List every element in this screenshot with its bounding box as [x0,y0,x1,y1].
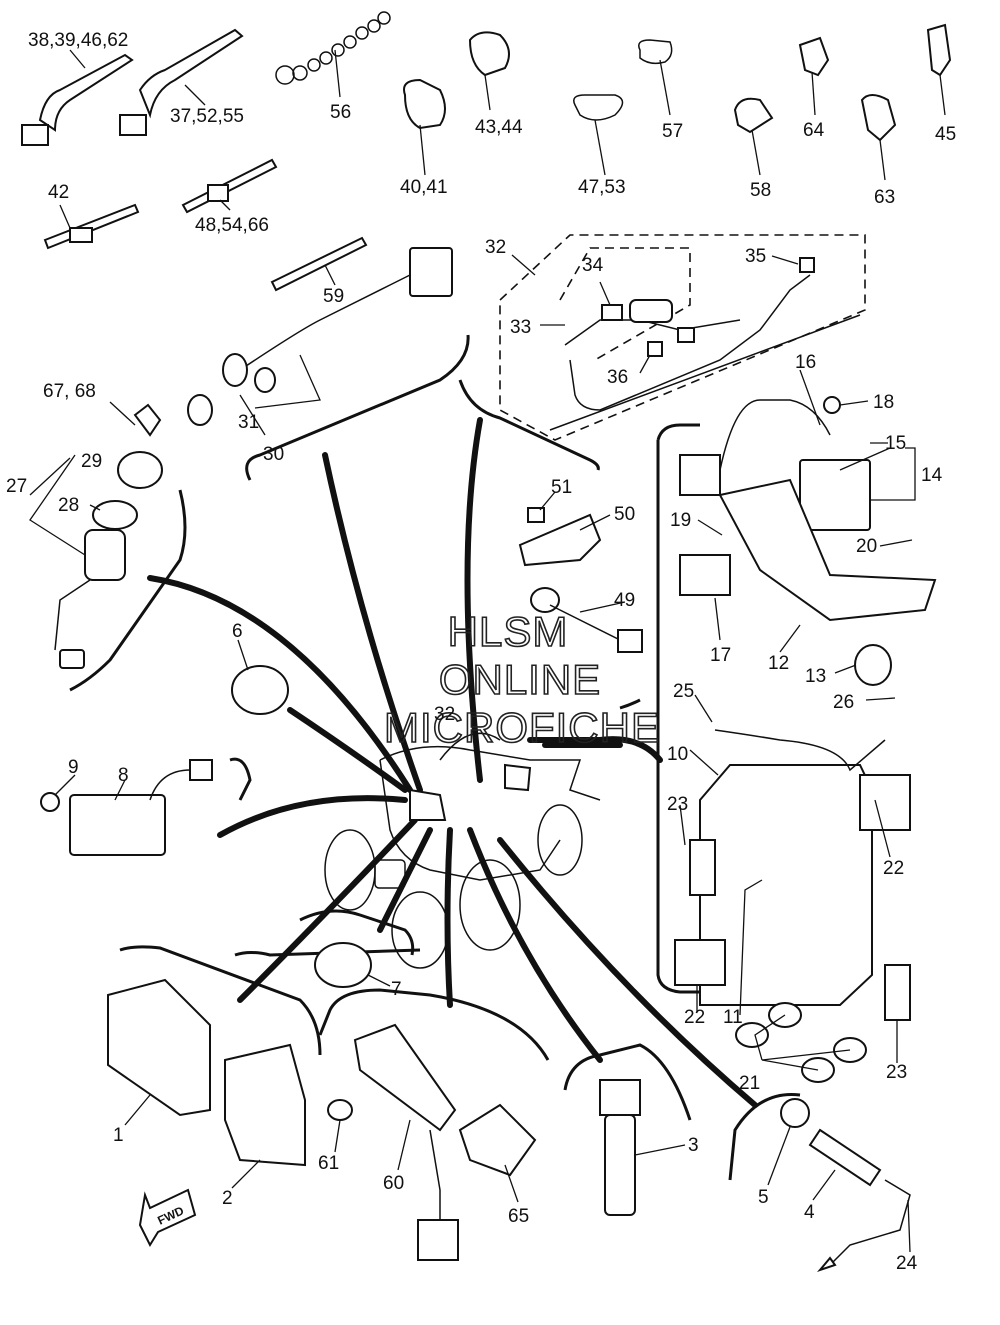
callout-57: 57 [662,121,683,142]
callout-35: 35 [745,246,766,267]
callout-16: 16 [795,352,816,373]
callout-1: 1 [113,1125,124,1146]
callout-5: 5 [758,1187,769,1208]
callout-15: 15 [885,433,906,454]
callout-11: 11 [723,1007,743,1028]
callout-51: 51 [551,477,572,498]
callout-20: 20 [856,536,877,557]
callout-58: 58 [750,180,771,201]
callout-34: 34 [582,255,604,276]
callout-30: 30 [263,444,284,465]
callout-18: 18 [873,392,894,413]
callout-56: 56 [330,102,351,123]
callout-25: 25 [673,681,694,702]
callout-38-39-46-62: 38,39,46,62 [28,30,128,51]
watermark-line-1: HLSM [448,608,569,655]
callout-22-right: 22 [883,858,904,879]
watermark-line-2: ONLINE [439,656,601,703]
callout-37-52-55: 37,52,55 [170,106,244,127]
callout-17: 17 [710,645,731,666]
callout-3: 3 [688,1135,699,1156]
callout-36: 36 [607,367,628,388]
callout-8: 8 [118,765,129,786]
callout-13: 13 [805,666,826,687]
callout-29: 29 [81,451,102,472]
clips-and-ties [21,11,952,292]
callout-47-53: 47,53 [578,177,626,198]
callout-59: 59 [323,286,344,307]
callout-labels: 38,39,46,62 37,52,55 56 40,41 43,44 47,5… [6,30,956,1274]
callout-9: 9 [68,757,79,778]
callout-67-68: 67, 68 [43,381,96,402]
watermark: HLSM ONLINE MICROFICHE [383,607,660,752]
callout-33: 33 [510,317,531,338]
callout-7: 7 [391,979,402,1000]
group-boundaries [69,334,801,1181]
callout-60: 60 [383,1173,404,1194]
callout-32-top: 32 [485,237,506,258]
callout-45: 45 [935,124,956,145]
callout-61: 61 [318,1153,339,1174]
atv-silhouette [324,732,601,969]
callout-43-44: 43,44 [475,117,523,138]
callout-2: 2 [222,1188,233,1209]
callout-23-left: 23 [667,794,688,815]
callout-12: 12 [768,653,789,674]
callout-40-41: 40,41 [400,177,448,198]
callout-63: 63 [874,187,895,208]
callout-26: 26 [833,692,854,713]
callout-28: 28 [58,495,79,516]
callout-10: 10 [667,744,688,765]
callout-65: 65 [508,1206,529,1227]
callout-27: 27 [6,476,27,497]
callout-42: 42 [48,182,69,203]
callout-14: 14 [921,465,943,486]
callout-50: 50 [614,504,635,525]
callout-24: 24 [896,1253,918,1274]
watermark-line-3: MICROFICHE [384,704,660,751]
harness-lines [147,417,758,1108]
leader-lines [29,49,946,1253]
sub-harness-group [499,234,866,441]
callout-64: 64 [803,120,825,141]
callout-4: 4 [804,1202,815,1223]
callout-48-54-66: 48,54,66 [195,215,269,236]
callout-32-center: 32 [434,704,455,725]
callout-23-right: 23 [886,1062,907,1083]
callout-22-bottom: 22 [684,1007,705,1028]
components [40,247,937,1273]
callout-6: 6 [232,621,243,642]
callout-21: 21 [739,1073,760,1094]
callout-49: 49 [614,590,635,611]
callout-19: 19 [670,510,691,531]
forward-arrow: FWD [138,1188,197,1248]
callout-31: 31 [238,412,259,433]
